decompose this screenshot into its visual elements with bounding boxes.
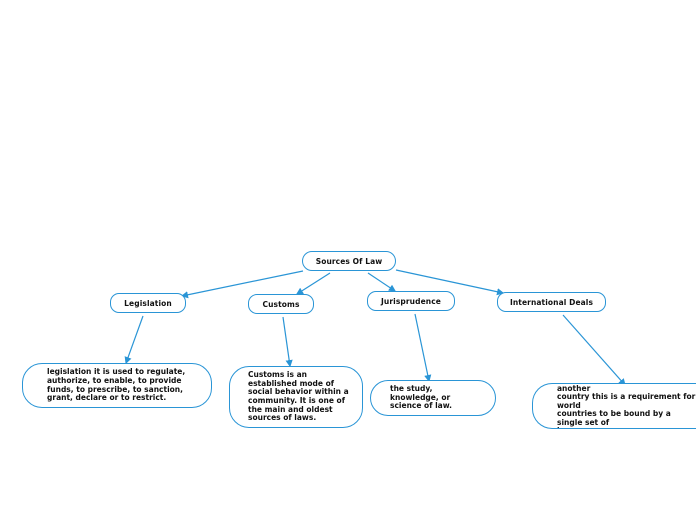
- connector-jurisprudence-desc: [414, 313, 432, 383]
- description-node-international-deals[interactable]: Countries need to interact with another …: [532, 383, 696, 429]
- topic-node-legislation[interactable]: Legislation: [110, 293, 186, 313]
- description-node-customs[interactable]: Customs is an established mode of social…: [229, 366, 363, 428]
- connector-international-deals-desc: [562, 314, 626, 386]
- topic-node-international-deals[interactable]: International Deals: [497, 292, 606, 312]
- connector-root-customs: [295, 272, 331, 295]
- connector-customs-desc: [282, 316, 293, 368]
- connector-root-legislation: [180, 270, 304, 299]
- description-text-jurisprudence: the study, knowledge, or science of law.: [390, 384, 453, 411]
- topic-label-jurisprudence: Jurisprudence: [381, 296, 441, 306]
- central-topic-node[interactable]: Sources Of Law: [302, 251, 396, 271]
- topic-label-customs: Customs: [262, 299, 300, 309]
- connector-root-international-deals: [395, 269, 505, 296]
- topic-label-legislation: Legislation: [124, 298, 172, 308]
- description-node-legislation[interactable]: legislation it is used to regulate, auth…: [22, 363, 212, 408]
- connector-legislation-desc: [124, 315, 144, 365]
- description-node-jurisprudence[interactable]: the study, knowledge, or science of law.: [370, 380, 496, 416]
- description-text-customs: Customs is an established mode of social…: [248, 370, 349, 423]
- topic-node-jurisprudence[interactable]: Jurisprudence: [367, 291, 455, 311]
- description-text-legislation: legislation it is used to regulate, auth…: [47, 367, 186, 403]
- topic-node-customs[interactable]: Customs: [248, 294, 314, 314]
- connector-root-jurisprudence: [367, 272, 396, 292]
- central-topic-label: Sources Of Law: [315, 256, 383, 266]
- description-text-international-deals: Countries need to interact with another …: [557, 383, 696, 428]
- topic-label-international-deals: International Deals: [509, 297, 594, 307]
